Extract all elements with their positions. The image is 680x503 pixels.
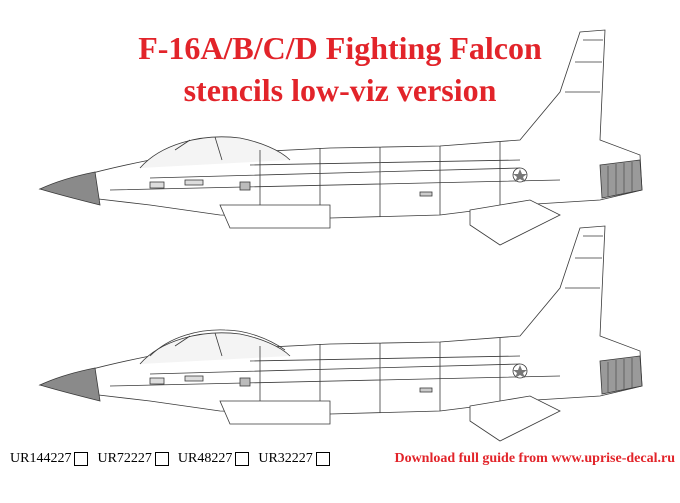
code-item-2[interactable]: UR72227 bbox=[97, 451, 169, 467]
code-label: UR48227 bbox=[177, 451, 233, 466]
code-item-1[interactable]: UR144227 bbox=[10, 451, 89, 467]
code-label: UR32227 bbox=[258, 451, 313, 466]
code-item-4[interactable]: UR32227 bbox=[258, 451, 330, 467]
two-seat-aircraft bbox=[38, 225, 643, 442]
page-title: F-16A/B/C/D Fighting Falcon bbox=[138, 30, 542, 66]
radome-upper bbox=[38, 171, 101, 206]
code-label: UR144227 bbox=[10, 451, 72, 466]
footer-bar: UR144227 UR72227 UR48227 UR32227 Downloa… bbox=[10, 448, 675, 470]
code-item-3[interactable]: UR48227 bbox=[177, 451, 250, 467]
download-link[interactable]: Download full guide from www.uprise-deca… bbox=[394, 451, 675, 466]
checkbox[interactable] bbox=[235, 452, 250, 466]
single-seat-aircraft bbox=[38, 29, 643, 246]
checkbox[interactable] bbox=[74, 452, 89, 466]
code-label: UR72227 bbox=[97, 451, 152, 466]
radome-lower bbox=[38, 367, 101, 402]
page-subtitle: stencils low-viz version bbox=[183, 72, 497, 108]
checkbox[interactable] bbox=[154, 452, 169, 466]
checkbox[interactable] bbox=[315, 452, 330, 466]
